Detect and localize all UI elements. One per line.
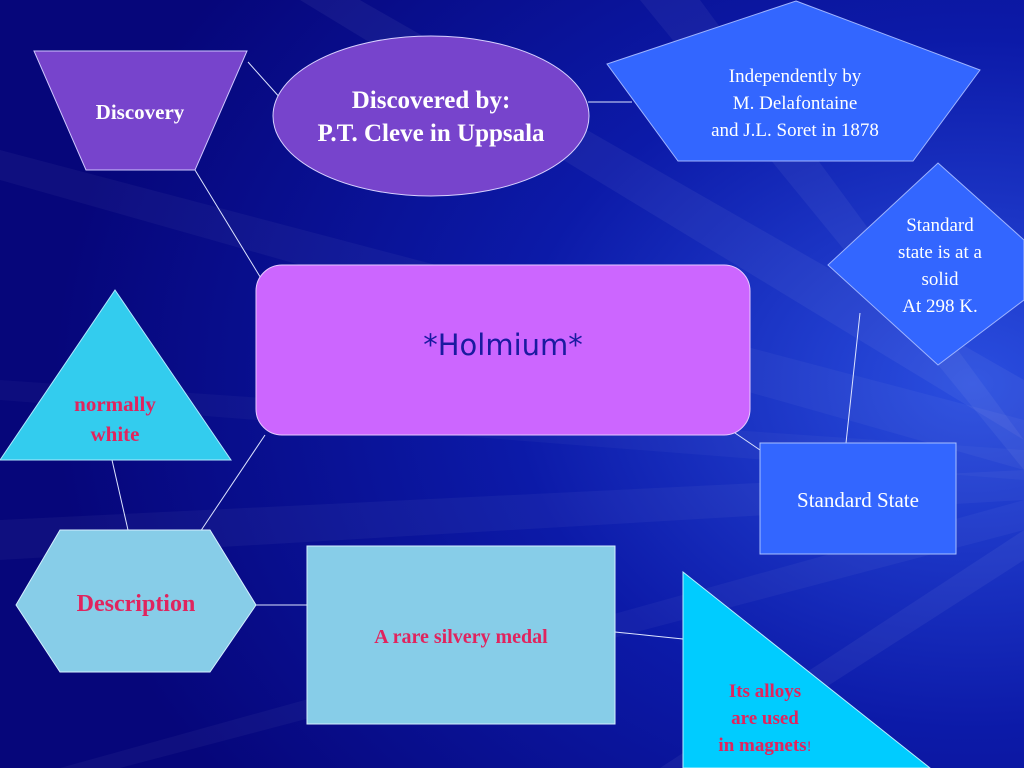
normally-white-line2: white <box>90 422 140 446</box>
magnets-line3-text: in magnets <box>718 734 807 756</box>
magnets-line2: are used <box>731 707 799 729</box>
medal-box <box>306 545 616 725</box>
standard-note-line4: At 298 K. <box>902 296 978 317</box>
medal-text: A rare silvery medal <box>374 625 548 648</box>
normally-white-text: normally white <box>40 388 190 450</box>
standard-state-label: Standard State <box>797 487 919 512</box>
standard-note-line2: state is at a <box>898 242 982 263</box>
independently-line1: Independently by <box>728 65 862 87</box>
independently-pentagon <box>606 0 981 162</box>
standard-note-text: Standard state is at a solid At 298 K. <box>870 210 1010 322</box>
magnets-line3: in magnets! <box>718 732 811 761</box>
magnets-text: Its alloys are used in magnets! <box>690 678 840 760</box>
standard-state-box <box>759 442 957 555</box>
independently-line3: and J.L. Soret in 1878 <box>711 119 879 141</box>
magnets-triangle <box>682 570 931 768</box>
discovered-by-line2: P.T. Cleve in Uppsala <box>317 120 545 147</box>
holmium-center-box <box>255 264 751 436</box>
standard-note-line3: solid <box>921 269 959 290</box>
discovered-by-text: Discovered by: P.T. Cleve in Uppsala <box>280 82 582 152</box>
description-label: Description <box>76 590 196 617</box>
discovery-label: Discovery <box>95 99 185 124</box>
standard-note-diamond <box>827 162 1024 366</box>
description-hexagon <box>15 529 257 673</box>
magnets-suffix: ! <box>806 738 812 755</box>
normally-white-triangle <box>0 289 232 461</box>
standard-note-line1: Standard <box>906 215 974 236</box>
discovered-by-line1: Discovered by: <box>351 87 511 114</box>
discovery-trapezoid <box>33 50 248 171</box>
connector-lines <box>111 61 861 640</box>
magnets-line1: Its alloys <box>728 680 802 702</box>
independently-text: Independently by M. Delafontaine and J.L… <box>660 60 930 146</box>
holmium-title: *Holmium* <box>423 328 583 362</box>
normally-white-line1: normally <box>74 392 156 416</box>
discovered-by-ellipse <box>272 35 590 197</box>
independently-line2: M. Delafontaine <box>732 92 858 114</box>
